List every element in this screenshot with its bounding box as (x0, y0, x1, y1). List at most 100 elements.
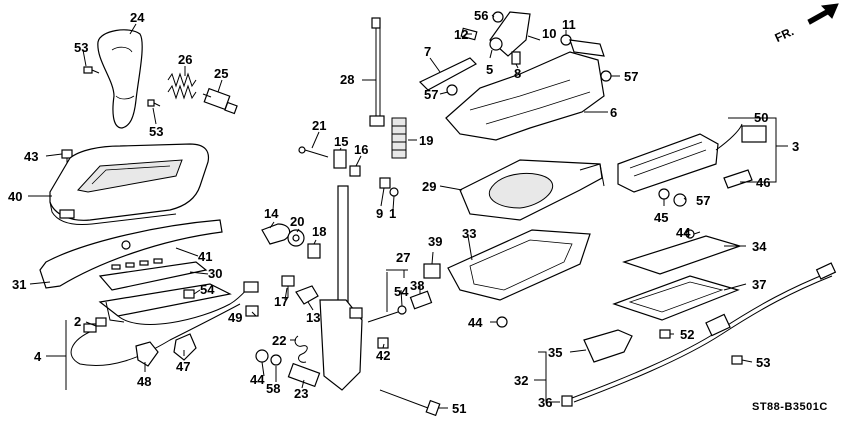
console-cover (49, 143, 210, 225)
nut-57-lower (673, 193, 687, 207)
callout-41: 41 (198, 249, 212, 264)
plunger-25 (202, 87, 238, 115)
shift-lever (319, 185, 363, 391)
callout-39: 39 (428, 234, 442, 249)
callout-16: 16 (354, 142, 368, 157)
callout-48: 47 (176, 359, 190, 374)
callout-51: 50 (754, 110, 768, 125)
solenoid-10 (489, 11, 531, 57)
callout-36: 36 (538, 395, 552, 410)
callout-46: 45 (654, 210, 668, 225)
bolt-57-top (492, 11, 504, 23)
bolt-52 (379, 389, 441, 417)
callout-6: 6 (610, 105, 617, 120)
callout-49: 48 (137, 374, 151, 389)
callout-38: 38 (410, 278, 424, 293)
callout-15: 15 (334, 134, 348, 149)
bolt-17 (281, 275, 295, 298)
gasket-34 (622, 235, 742, 275)
washer-58 (270, 354, 282, 366)
callout-31: 31 (12, 277, 26, 292)
clip-49 (135, 341, 159, 367)
callout-8: 8 (514, 66, 521, 81)
callout-27: 27 (396, 250, 410, 265)
collar-15 (333, 149, 347, 169)
callout-33: 33 (462, 226, 476, 241)
callout-24: 24 (130, 10, 145, 25)
pin-9 (379, 177, 391, 189)
shift-cable (571, 262, 837, 403)
washer-46 (658, 188, 670, 200)
bolt-55 (183, 289, 195, 299)
callout-54: 53 (149, 124, 163, 139)
callout-28: 28 (340, 72, 354, 87)
bolt-53-lower (731, 355, 743, 365)
spring-20 (287, 229, 305, 247)
callout-21: 21 (312, 118, 326, 133)
harness-4 (70, 303, 241, 367)
switch-3 (617, 123, 743, 193)
clip-47 (723, 169, 753, 189)
clip-1 (389, 187, 399, 197)
callout-30: 30 (208, 266, 222, 281)
callout-9: 9 (376, 206, 383, 221)
callout-40: 40 (8, 189, 22, 204)
callout-18: 18 (312, 224, 326, 239)
arm-13 (295, 285, 319, 305)
callout-10: 10 (542, 26, 556, 41)
bracket-6 (445, 39, 605, 141)
callout-26: 26 (178, 52, 192, 67)
callout-labels: 24 53 26 25 53 43 40 41 30 31 54 2 49 4 … (8, 8, 828, 416)
bracket-14 (261, 223, 291, 245)
callout-57: 57 (624, 69, 638, 84)
callout-53: 53 (756, 355, 770, 370)
connector-50 (245, 305, 259, 317)
callout-17: 17 (274, 294, 288, 309)
callout-32: 32 (514, 373, 528, 388)
bushing-38 (409, 290, 433, 310)
base-plate-29 (459, 159, 605, 221)
screw-54-upper (83, 66, 100, 74)
callout-7: 7 (424, 44, 431, 59)
callout-11: 11 (562, 17, 576, 32)
callout-43: 43 (24, 149, 38, 164)
callout-4: 4 (34, 349, 42, 364)
connector-51 (741, 125, 767, 143)
callout-19: 19 (419, 133, 433, 148)
bracket-39 (423, 263, 441, 279)
bolt-36 (561, 395, 573, 407)
callout-44: 44 (468, 315, 483, 330)
nut-57-right (600, 70, 612, 82)
shift-rod (369, 17, 385, 127)
nut-57-left (446, 84, 458, 96)
washer-45 (255, 349, 269, 363)
collar-18 (307, 243, 321, 259)
pin-8 (511, 51, 521, 65)
front-arrow-label: FR. (773, 24, 796, 45)
indicator-panel (98, 258, 208, 291)
callout-12: 12 (454, 27, 468, 42)
callout-52: 51 (452, 401, 466, 416)
spring-26 (167, 72, 197, 100)
callout-54: 53 (74, 40, 88, 55)
gasket-37 (612, 275, 740, 321)
spring-22 (294, 335, 308, 363)
callout-37: 37 (752, 277, 766, 292)
clip-48 (173, 333, 197, 361)
callout-1: 1 (389, 206, 396, 221)
callout-57: 57 (696, 193, 710, 208)
spring-19 (391, 117, 407, 159)
bolt-53-upper (659, 329, 671, 339)
nut-44-lower (496, 316, 508, 328)
rod-7 (418, 57, 477, 91)
diagram-code: ST88-B3501C (752, 401, 828, 413)
callout-35: 35 (548, 345, 562, 360)
bracket-35 (583, 329, 633, 363)
callout-44: 44 (676, 225, 691, 240)
gasket-33 (447, 229, 591, 301)
callout-3: 3 (792, 139, 799, 154)
callout-45: 44 (250, 372, 265, 387)
callout-20: 20 (290, 214, 304, 229)
shift-knob (97, 29, 143, 129)
